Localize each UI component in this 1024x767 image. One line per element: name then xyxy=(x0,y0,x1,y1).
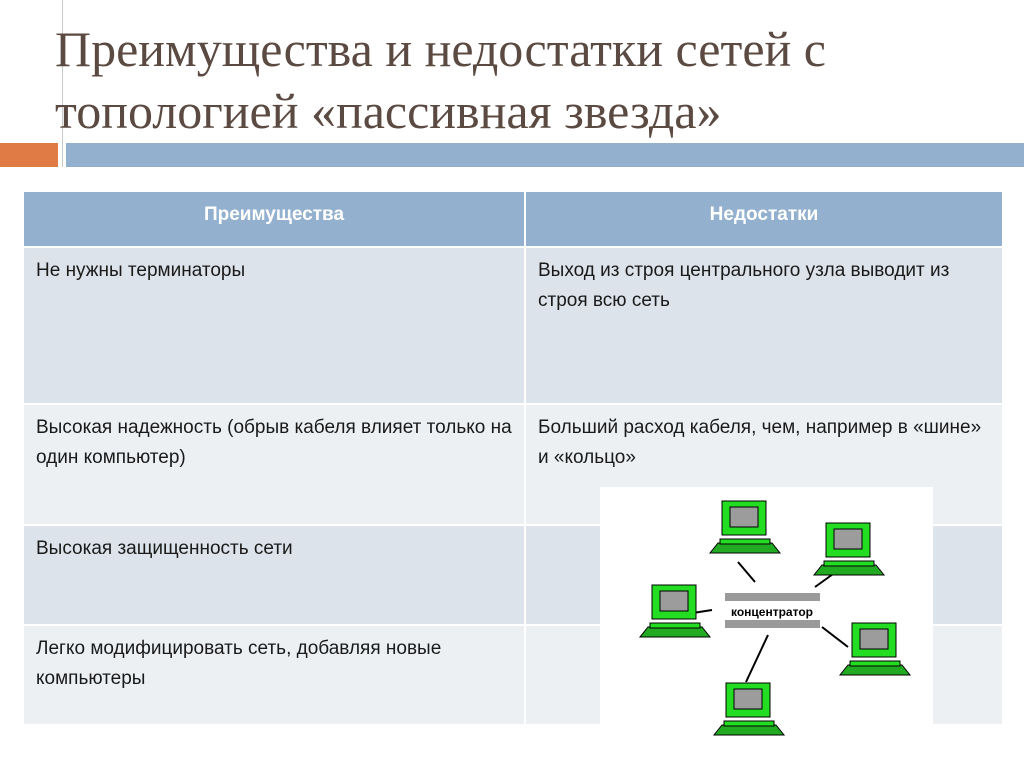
table-row: Не нужны терминаторы Выход из строя цент… xyxy=(22,246,1004,405)
table-cell: Высокая надежность (обрыв кабеля влияет … xyxy=(22,403,526,526)
accent-bar-orange xyxy=(0,143,58,167)
cable-line xyxy=(821,626,849,648)
table-cell: Выход из строя центрального узла выводит… xyxy=(524,246,1004,405)
computer-icon xyxy=(708,500,782,554)
table-cell: Не нужны терминаторы xyxy=(22,246,526,405)
accent-bar-blue xyxy=(66,143,1024,167)
computer-icon xyxy=(838,622,912,676)
cable-line xyxy=(745,634,769,683)
table-cell: Высокая защищенность сети xyxy=(22,524,526,626)
cable-line xyxy=(737,561,756,583)
slide-title: Преимущества и недостатки сетей с тополо… xyxy=(55,21,826,139)
table-cell: Легко модифицировать сеть, добавляя новы… xyxy=(22,624,526,726)
header-disadvantages: Недостатки xyxy=(524,190,1004,248)
table-header-row: Преимущества Недостатки xyxy=(22,190,1004,248)
topology-svg: концентратор xyxy=(638,500,912,736)
header-advantages: Преимущества xyxy=(22,190,526,248)
computer-icon xyxy=(812,522,886,576)
computer-icon xyxy=(638,584,712,638)
star-topology-diagram: концентратор xyxy=(600,487,933,737)
divider-line xyxy=(62,0,63,167)
computer-icon xyxy=(712,682,786,736)
hub-label: концентратор xyxy=(731,605,813,619)
hub-box: концентратор xyxy=(725,593,820,628)
